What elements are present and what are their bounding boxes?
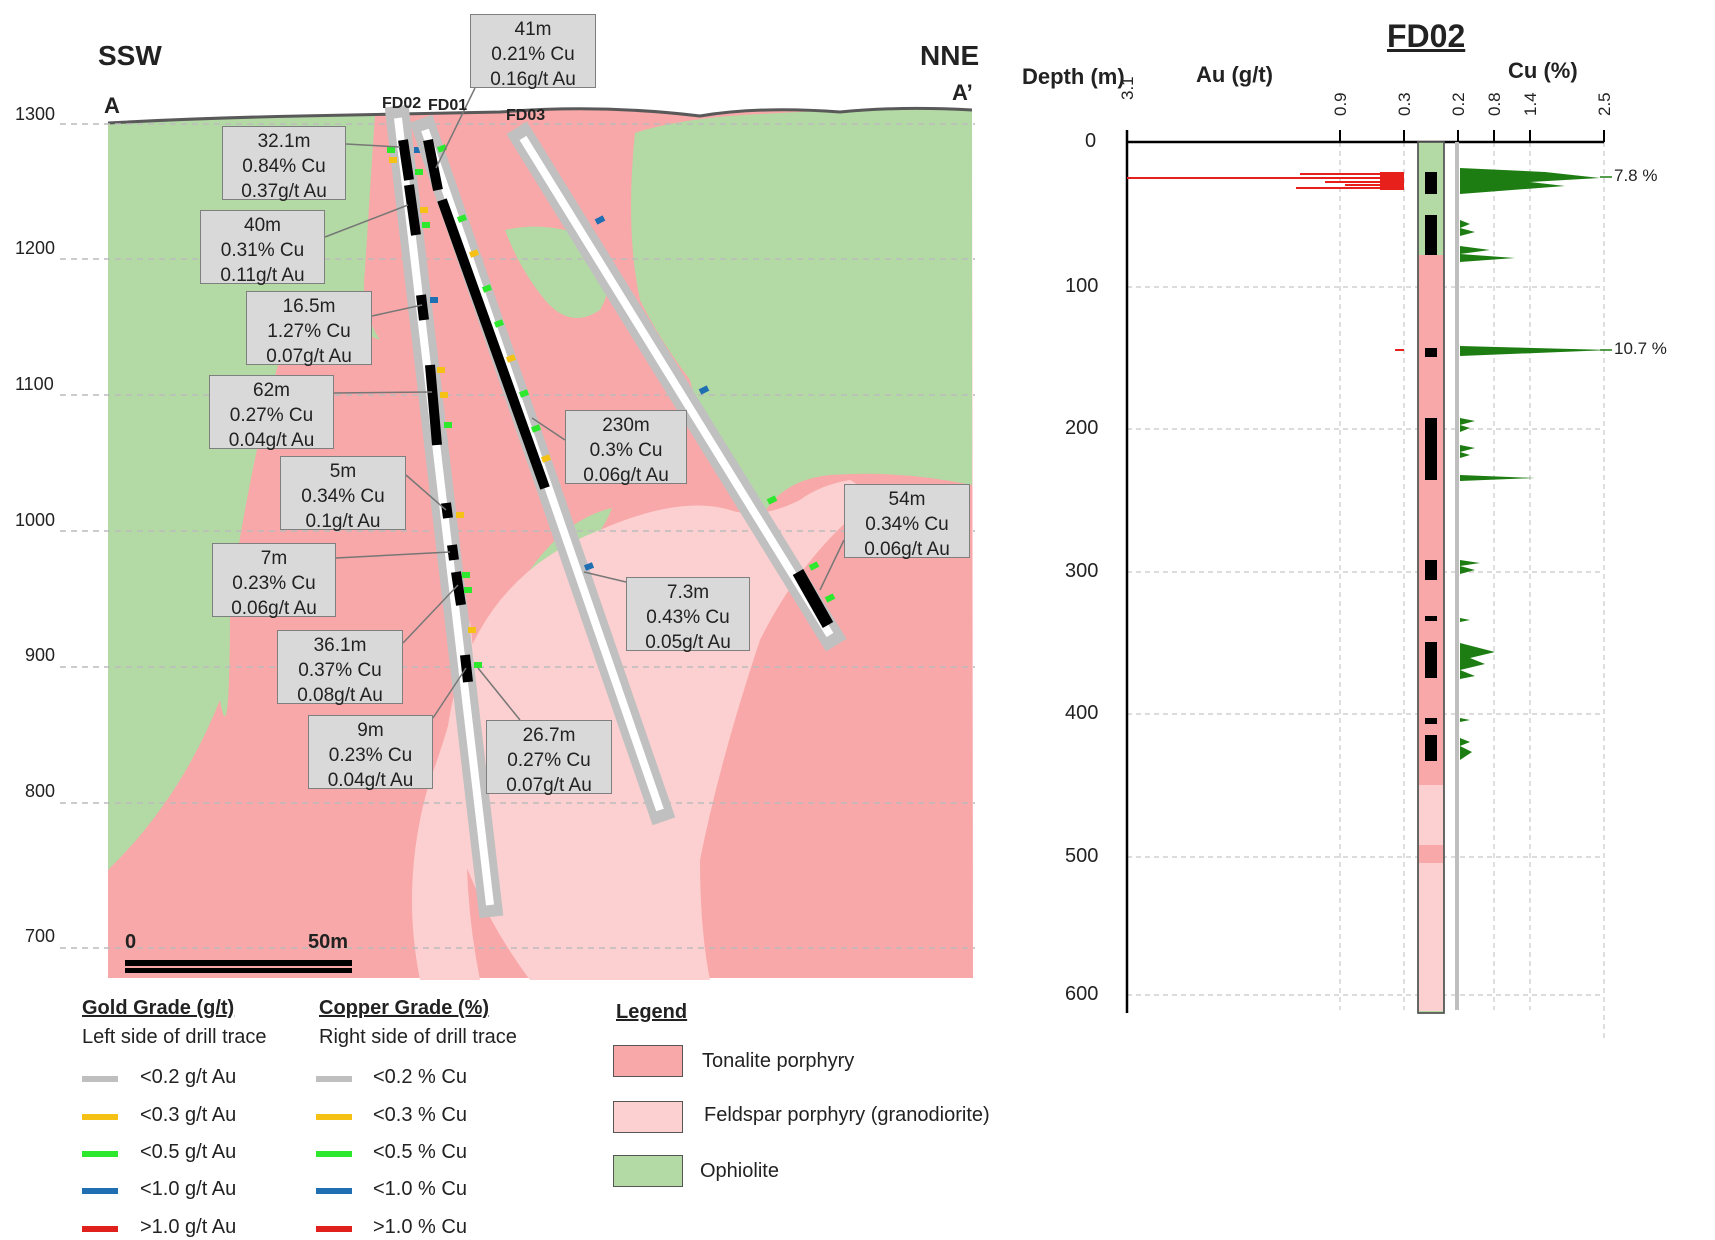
feldspar-swatch (613, 1101, 683, 1133)
depth-tick-label: 600 (1065, 983, 1099, 1005)
intercept-box: 54m 0.34% Cu 0.06g/t Au (844, 484, 970, 560)
elevation-label: 1300 (15, 104, 56, 124)
copper-legend-item: >1.0 % Cu (373, 1216, 467, 1238)
gold-legend-item: <1.0 g/t Au (140, 1178, 237, 1200)
cu-tick-label: 1.4 (1521, 92, 1540, 116)
copper-swatch-lt02 (316, 1076, 352, 1082)
marker-a-prime: A’ (952, 80, 973, 105)
log-title: FD02 (1387, 18, 1466, 54)
leader-lines (324, 87, 845, 721)
ophiolite-swatch (613, 1155, 683, 1187)
copper-legend-item: <0.2 % Cu (373, 1066, 467, 1088)
topography (107, 106, 973, 125)
gold-legend-item: <0.2 g/t Au (140, 1066, 237, 1088)
intercept-box: 41m 0.21% Cu 0.16g/t Au (470, 14, 596, 90)
hole-label-fd01: FD01 (428, 97, 468, 114)
gold-legend-item: <0.5 g/t Au (140, 1141, 237, 1163)
intercept-box: 26.7m 0.27% Cu 0.07g/t Au (486, 720, 612, 796)
gold-legend-item: <0.3 g/t Au (140, 1104, 237, 1126)
intercept-box: 5m 0.34% Cu 0.1g/t Au (280, 456, 406, 532)
copper-swatch-lt03 (316, 1114, 352, 1120)
rock-legend-item: Tonalite porphyry (702, 1050, 855, 1072)
intercept-box: 7.3m 0.43% Cu 0.05g/t Au (626, 577, 750, 653)
gold-legend-item: >1.0 g/t Au (140, 1216, 237, 1238)
cu-annotation: 7.8 % (1614, 166, 1658, 185)
copper-swatch-lt10 (316, 1188, 352, 1194)
copper-legend-item: <1.0 % Cu (373, 1178, 467, 1200)
cu-tick-label: 0.2 (1449, 92, 1468, 116)
cu-tick-label: 0.8 (1485, 92, 1504, 116)
tonalite-swatch (613, 1045, 683, 1077)
au-tick-label: 0.9 (1331, 92, 1350, 116)
intercept-box: 7m 0.23% Cu 0.06g/t Au (212, 543, 336, 619)
rock-legend-title: Legend (616, 1001, 688, 1023)
elevation-gridlines (60, 123, 975, 949)
marker-a: A (104, 93, 120, 118)
ophiolite-east (631, 109, 972, 520)
direction-right: NNE (920, 40, 980, 71)
intercept-box: 36.1m 0.37% Cu 0.08g/t Au (277, 630, 403, 706)
depth-tick-label: 100 (1065, 275, 1099, 297)
intercept-box: 62m 0.27% Cu 0.04g/t Au (209, 375, 334, 451)
depth-tick-label: 400 (1065, 702, 1099, 724)
gold-swatch-lt02 (82, 1076, 118, 1082)
intercept-box: 16.5m 1.27% Cu 0.07g/t Au (246, 291, 372, 367)
hole-label-fd03: FD03 (506, 107, 546, 124)
depth-tick-label: 500 (1065, 845, 1099, 867)
gold-legend-subtitle: Left side of drill trace (82, 1026, 267, 1048)
scale-bar-end: 50m (308, 931, 349, 953)
elevation-label: 1100 (15, 374, 54, 394)
hole-label-fd02: FD02 (382, 95, 422, 112)
intercept-box: 32.1m 0.84% Cu 0.37g/t Au (222, 126, 346, 202)
cu-tick-label: 2.5 (1595, 92, 1614, 116)
copper-legend-subtitle: Right side of drill trace (319, 1026, 517, 1048)
depth-tick-label: 0 (1085, 130, 1097, 152)
drill-hole-fd02 (384, 104, 504, 919)
gold-swatch-gt10 (82, 1226, 118, 1232)
direction-left: SSW (98, 40, 162, 71)
elevation-label: 900 (25, 645, 56, 665)
elevation-label: 700 (25, 926, 56, 946)
copper-legend-item: <0.3 % Cu (373, 1104, 467, 1126)
au-tick-label: 0.3 (1395, 92, 1414, 116)
gold-swatch-lt05 (82, 1151, 118, 1157)
gold-swatch-lt03 (82, 1114, 118, 1120)
elevation-label: 1000 (15, 510, 56, 530)
intercept-box: 9m 0.23% Cu 0.04g/t Au (308, 715, 433, 791)
cu-annotation: 10.7 % (1614, 339, 1667, 358)
depth-tick-label: 300 (1065, 560, 1099, 582)
rock-legend-item: Feldspar porphyry (granodiorite) (704, 1104, 990, 1126)
copper-swatch-lt05 (316, 1151, 352, 1157)
log-cu-label: Cu (%) (1508, 58, 1578, 83)
gold-legend-title: Gold Grade (g/t) (82, 997, 235, 1019)
feldspar-unit (444, 480, 864, 980)
scale-bar (125, 960, 352, 973)
elevation-label: 800 (25, 781, 56, 801)
copper-legend-title: Copper Grade (%) (319, 997, 490, 1019)
log-depth-label: Depth (m) (1022, 64, 1125, 89)
intercept-box: 230m 0.3% Cu 0.06g/t Au (565, 410, 687, 486)
drill-hole-fd01 (409, 114, 676, 826)
copper-swatch-gt10 (316, 1226, 352, 1232)
au-tick-label: 3.1 (1118, 76, 1137, 100)
scale-bar-start: 0 (125, 931, 137, 953)
gold-swatch-lt10 (82, 1188, 118, 1194)
log-au-label: Au (g/t) (1196, 62, 1273, 87)
depth-tick-label: 200 (1065, 417, 1099, 439)
intercept-box: 40m 0.31% Cu 0.11g/t Au (200, 210, 325, 286)
copper-legend-item: <0.5 % Cu (373, 1141, 467, 1163)
elevation-label: 1200 (15, 238, 56, 258)
rock-legend-item: Ophiolite (700, 1160, 779, 1182)
drill-hole-fd03 (506, 121, 847, 652)
